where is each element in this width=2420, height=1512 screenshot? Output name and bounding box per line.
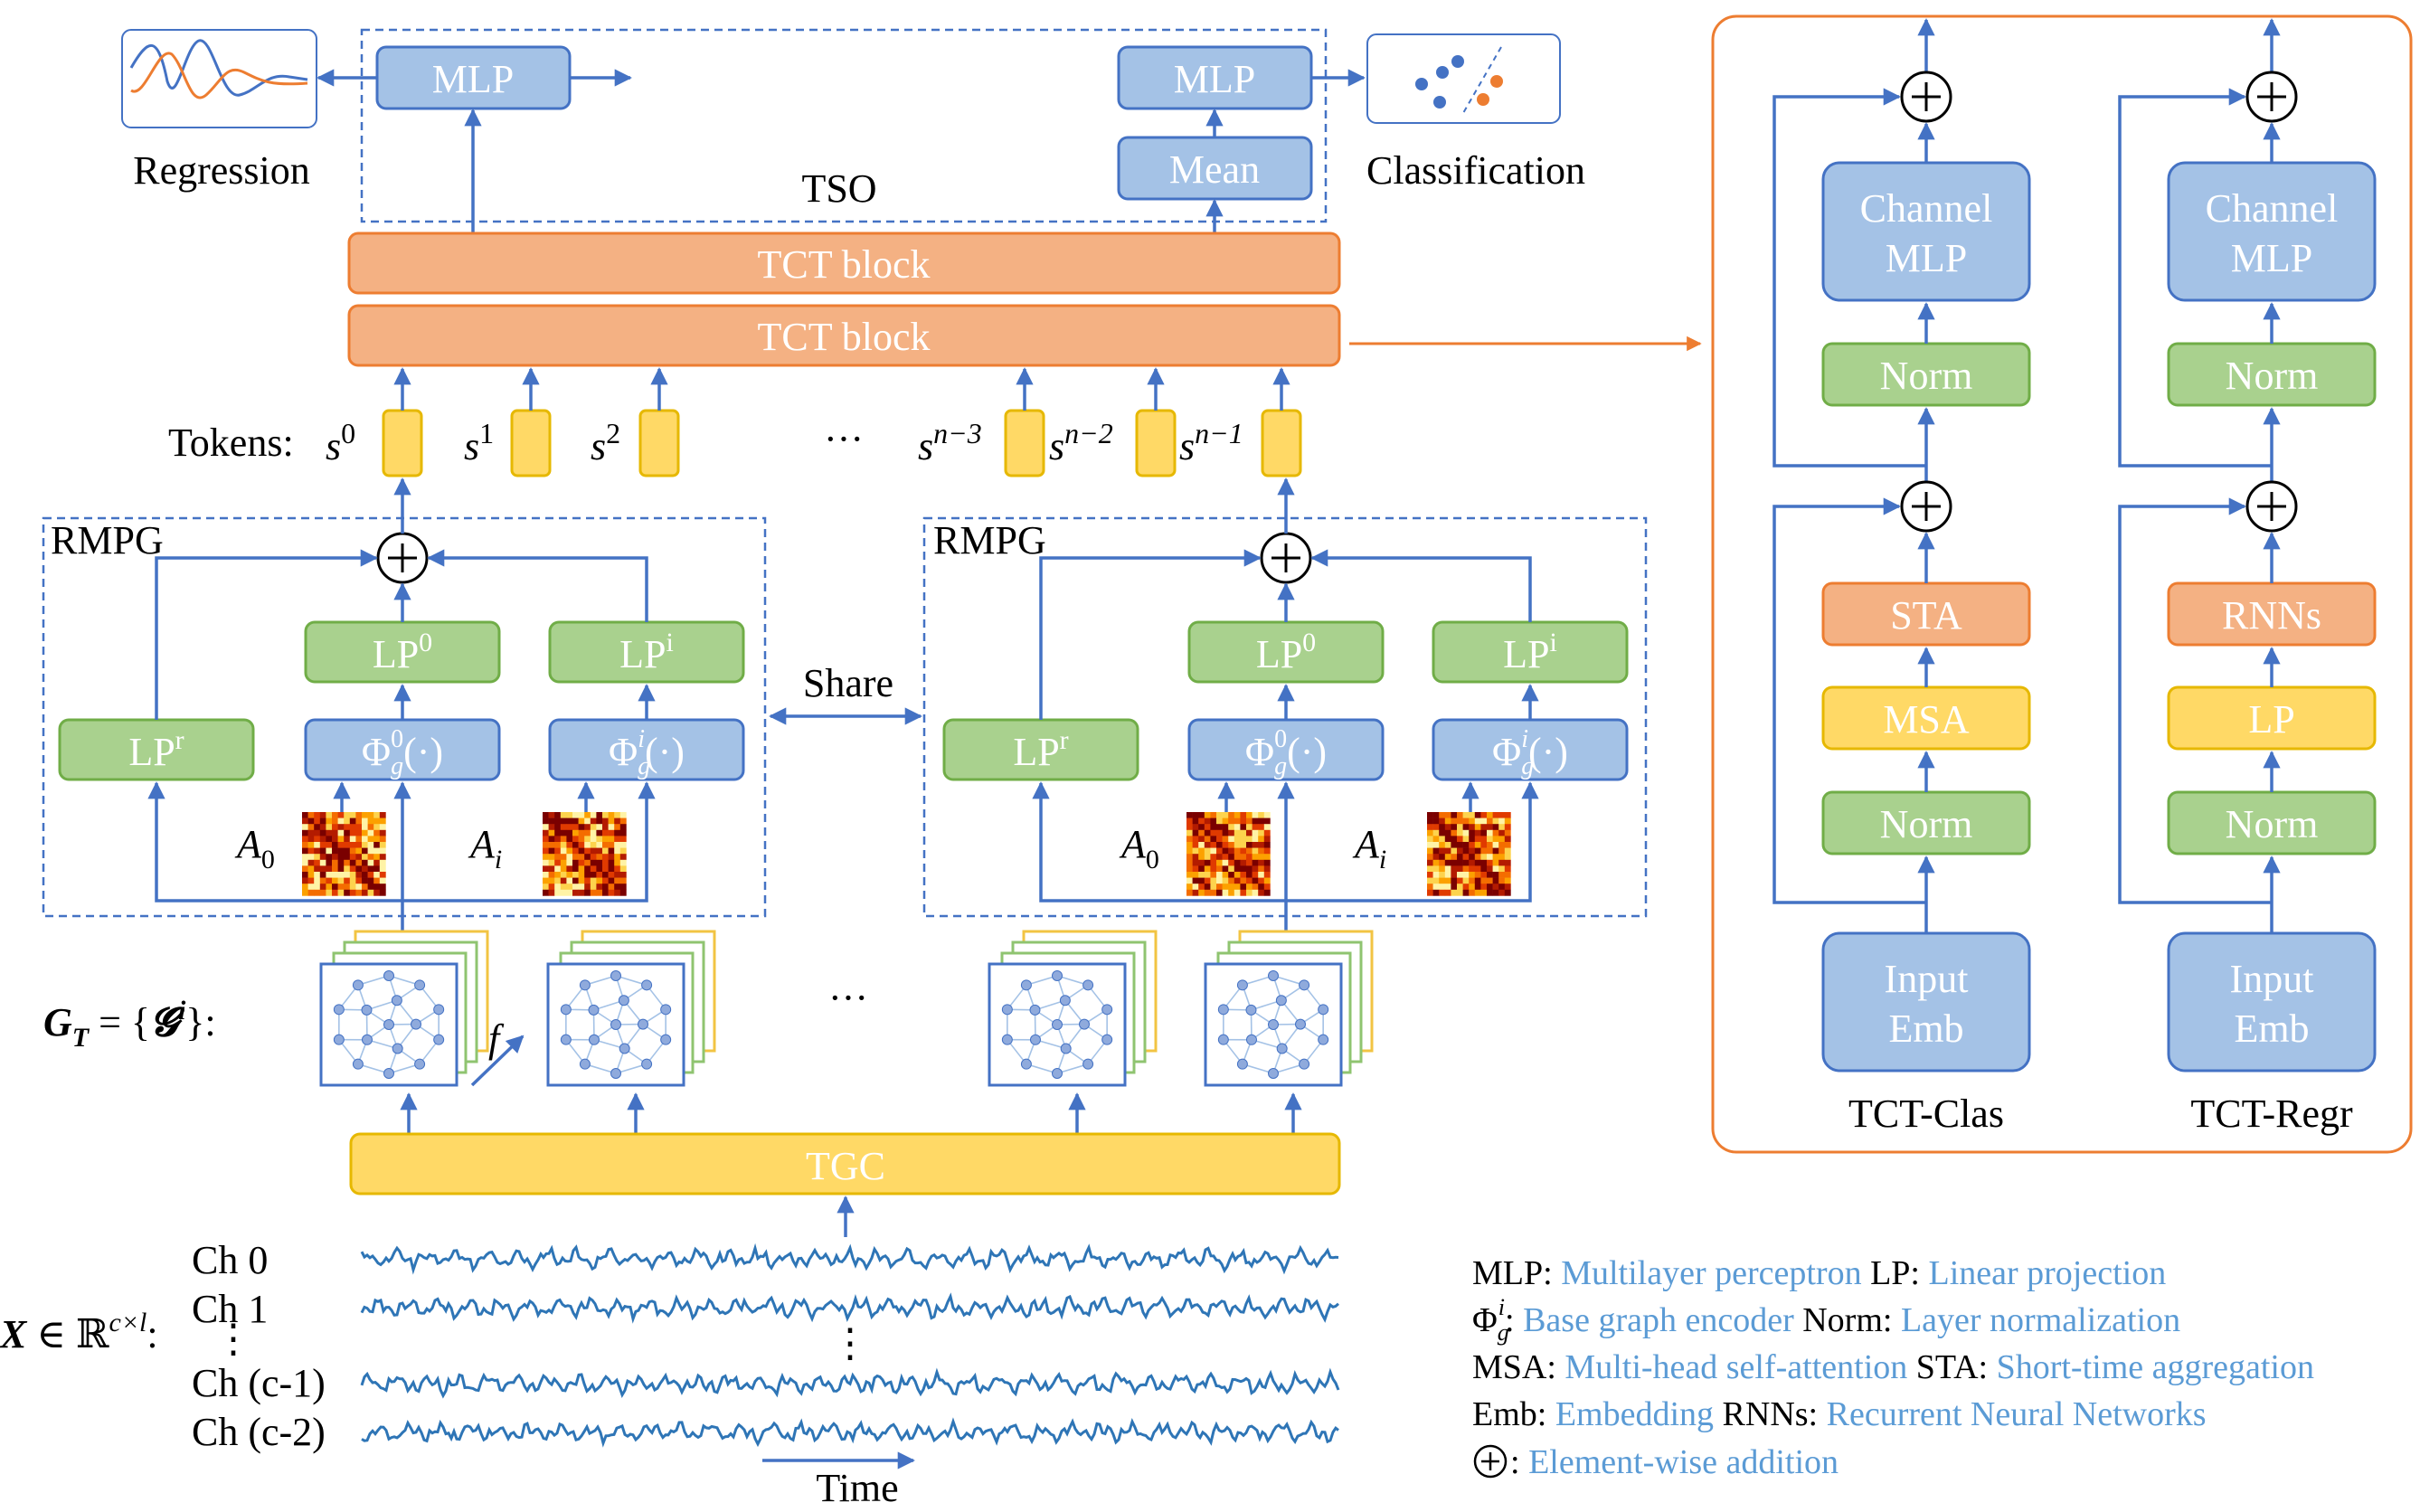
- svg-text:Ai: Ai: [1352, 822, 1386, 874]
- svg-text:RNNs: RNNs: [2222, 593, 2321, 638]
- tct-detail-panel: [1711, 14, 2413, 1154]
- svg-text:LPi: LPi: [1503, 628, 1557, 676]
- svg-text:s1: s1: [464, 417, 494, 468]
- ch-ellipsis: ⋮: [213, 1317, 253, 1361]
- tgc-to-graph-arrows: [400, 1092, 1302, 1134]
- svg-text:Emb: Emb: [2234, 1006, 2309, 1051]
- svg-text:Φg0(·): Φg0(·): [362, 725, 443, 780]
- svg-text:LPr: LPr: [128, 725, 184, 774]
- svg-text:LPi: LPi: [619, 628, 674, 676]
- svg-text:RMPG: RMPG: [51, 518, 164, 562]
- rmpg-module-right: RMPG LP0 LPi LPr Φg0(·) Φgi(·) A0 Ai: [922, 477, 1648, 931]
- legend: MLP: Multilayer perceptron LP: Linear pr…: [1472, 1254, 2314, 1481]
- svg-text:LP0: LP0: [1256, 628, 1316, 676]
- graph-set-label: GT = {𝓖i}:: [43, 996, 216, 1053]
- mlp-regression-label: MLP: [432, 57, 514, 101]
- x-input-label: X ∈ ℝc×l:: [0, 1308, 158, 1356]
- mlp-classification-label: MLP: [1174, 57, 1255, 101]
- chc1-label: Ch (c-1): [192, 1361, 326, 1405]
- svg-text:LP: LP: [2248, 697, 2294, 742]
- graph-stack-4: [1204, 930, 1374, 1087]
- svg-text:s2: s2: [591, 417, 620, 468]
- tct-block-lower: [347, 304, 1341, 367]
- time-label: Time: [816, 1466, 898, 1510]
- tct-regr-column: Channel MLP Norm RNNs LP Norm Input Emb …: [2118, 18, 2377, 1136]
- token-s1: s1: [464, 409, 552, 477]
- tct-block-upper-label: TCT block: [757, 242, 930, 287]
- tokens-label: Tokens:: [168, 421, 294, 465]
- svg-text:MLP: MLP: [2231, 236, 2312, 280]
- token-s2: s2: [591, 409, 680, 477]
- tct-regr-title: TCT-Regr: [2190, 1091, 2353, 1136]
- svg-text:MLP: Multilayer perceptron LP:: MLP: Multilayer perceptron LP: Linear pr…: [1472, 1254, 2166, 1292]
- svg-text:Channel: Channel: [1860, 186, 1993, 231]
- adjacency-heatmap: [302, 812, 386, 896]
- classification-plot: [1366, 33, 1561, 124]
- tso-dashed-box: [360, 28, 1328, 223]
- svg-text:sn−1: sn−1: [1179, 417, 1243, 468]
- graph-stack-1: [319, 930, 489, 1087]
- chc2-label: Ch (c-2): [192, 1410, 326, 1454]
- svg-text:LPr: LPr: [1013, 725, 1068, 774]
- ch0-label: Ch 0: [192, 1238, 268, 1282]
- svg-text:Norm: Norm: [2226, 802, 2319, 846]
- classification-label: Classification: [1366, 148, 1585, 193]
- svg-text:Φg0(·): Φg0(·): [1245, 725, 1327, 780]
- svg-text:Channel: Channel: [2206, 186, 2339, 231]
- regression-plot: [121, 29, 317, 128]
- svg-text:LP0: LP0: [373, 628, 432, 676]
- svg-text:Norm: Norm: [2226, 354, 2319, 398]
- adjacency-heatmap: [543, 812, 627, 896]
- adjacency-heatmap: [1427, 812, 1511, 896]
- svg-text:A0: A0: [1119, 822, 1159, 874]
- token-sn-2: sn−2: [1049, 409, 1177, 477]
- svg-text:: Element-wise addition: : Element-wise addition: [1510, 1443, 1839, 1481]
- svg-text:MSA: MSA: [1883, 697, 1970, 742]
- share-label: Share: [803, 661, 893, 705]
- eeg-signals: [360, 1243, 1340, 1448]
- tgc-label: TGC: [806, 1144, 885, 1188]
- regression-label: Regression: [133, 148, 310, 193]
- tokens-ellipsis: ···: [824, 417, 864, 461]
- ch1-label: Ch 1: [192, 1287, 268, 1331]
- tso-label: TSO: [801, 166, 876, 211]
- svg-text:RMPG: RMPG: [933, 518, 1046, 562]
- svg-text:Ai: Ai: [468, 822, 502, 874]
- signal-mid-ellipsis: ⋮: [830, 1321, 870, 1366]
- token-sn-1: sn−1: [1179, 409, 1302, 477]
- token-to-tct-arrows: [393, 367, 1290, 411]
- svg-text:MSA: Multi-head self-attention: MSA: Multi-head self-attention STA: Shor…: [1472, 1348, 2314, 1386]
- graph-ellipsis: ···: [828, 976, 868, 1020]
- svg-text:Φgi(·): Φgi(·): [1492, 725, 1568, 780]
- svg-text:sn−2: sn−2: [1049, 417, 1113, 468]
- svg-text:Emb: Emb: [1888, 1006, 1963, 1051]
- svg-text:s0: s0: [326, 417, 355, 468]
- token-sn-3: sn−3: [918, 409, 1045, 477]
- rmpg-module-left: RMPG LP0 LPi LPr Φg0(·) Φgi(·) A0 Ai: [42, 477, 767, 931]
- f-arrow: [470, 1035, 525, 1087]
- svg-text:Emb: Embedding RNNs: Recurrent: Emb: Embedding RNNs: Recurrent Neural Ne…: [1472, 1395, 2207, 1433]
- svg-text:Norm: Norm: [1880, 354, 1973, 398]
- adjacency-heatmap: [1186, 812, 1271, 896]
- svg-text:A0: A0: [234, 822, 275, 874]
- svg-text:sn−3: sn−3: [918, 417, 982, 468]
- tct-clas-title: TCT-Clas: [1848, 1091, 2004, 1136]
- svg-text:Φgi: Base graph encoder Norm:: Φgi: Base graph encoder Norm: Layer norm…: [1472, 1294, 2180, 1346]
- tct-block-upper: [347, 232, 1341, 295]
- token-s0: s0: [326, 409, 423, 477]
- svg-text:MLP: MLP: [1886, 236, 1967, 280]
- graph-stack-2: [546, 930, 716, 1087]
- tct-block-lower-label: TCT block: [757, 315, 930, 359]
- svg-text:STA: STA: [1890, 593, 1962, 638]
- svg-text:Norm: Norm: [1880, 802, 1973, 846]
- svg-text:Φgi(·): Φgi(·): [609, 725, 685, 780]
- mean-label: Mean: [1169, 147, 1260, 192]
- svg-text:Input: Input: [1885, 957, 1969, 1001]
- svg-text:Input: Input: [2230, 957, 2314, 1001]
- tgc-block: [349, 1132, 1341, 1195]
- graph-stack-3: [988, 930, 1158, 1087]
- tct-clas-column: Channel MLP Norm STA MSA Norm Input Emb …: [1772, 18, 2031, 1136]
